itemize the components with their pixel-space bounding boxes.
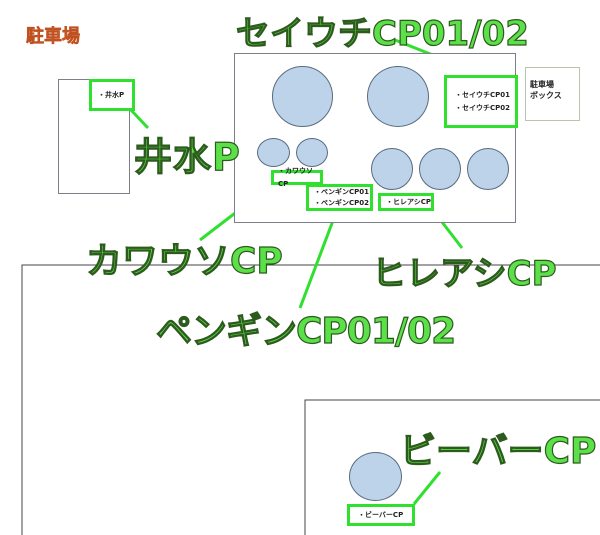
isui-callout: 井水P: [133, 134, 241, 179]
isui-tag-label: ・井水P: [98, 90, 125, 99]
penguin-tag-label: ・ペンギンCP01: [314, 187, 370, 196]
enclosure-circle: [367, 66, 429, 127]
seiuchi-callout: セイウチCP01/02: [235, 13, 529, 54]
kawauso-tag: ・カワウソCP: [271, 167, 323, 188]
isui-tag: ・井水P: [89, 79, 135, 111]
enclosure-circle: [296, 138, 328, 167]
parking-box-label: ボックス: [530, 91, 562, 100]
penguin-tag-label: ・ペンギンCP02: [314, 198, 370, 207]
enclosure-circle: [371, 148, 413, 190]
kawauso-callout: カワウソCP: [85, 240, 283, 282]
isui-connector: [129, 108, 150, 130]
hireashi-callout: ヒレアシCP: [371, 253, 557, 294]
enclosure-circle: [272, 66, 333, 127]
penguin-tag: ・ペンギンCP01 ・ペンギンCP02: [306, 184, 373, 211]
page-title: 駐車場: [26, 26, 81, 48]
hireashi-tag-label: ・ヒレアシCP: [386, 197, 431, 206]
floor-outline-lower: [304, 399, 600, 535]
seiuchi-tag-label: ・セイウチCP02: [455, 103, 511, 112]
enclosure-circle: [419, 148, 461, 190]
floor-outline: [21, 264, 600, 535]
parking-box-label: 駐車場: [530, 80, 554, 89]
penguin-connector: [298, 209, 339, 309]
hireashi-tag: ・ヒレアシCP: [378, 193, 434, 211]
beaver-connector: [412, 471, 442, 505]
beaver-tag: ・ビーバーCP: [347, 504, 415, 526]
enclosure-circle: [349, 452, 402, 501]
beaver-tag-label: ・ビーバーCP: [358, 510, 404, 519]
seiuchi-tag: ・セイウチCP01 ・セイウチCP02: [444, 75, 518, 128]
penguin-callout: ペンギンCP01/02: [155, 310, 456, 352]
seiuchi-tag-label: ・セイウチCP01: [455, 90, 511, 99]
beaver-callout: ビーバーCP: [399, 430, 597, 472]
parking-box: 駐車場 ボックス: [525, 67, 580, 121]
kawauso-tag-label: ・カワウソCP: [278, 166, 313, 188]
enclosure-circle: [257, 138, 290, 167]
enclosure-circle: [467, 148, 509, 190]
